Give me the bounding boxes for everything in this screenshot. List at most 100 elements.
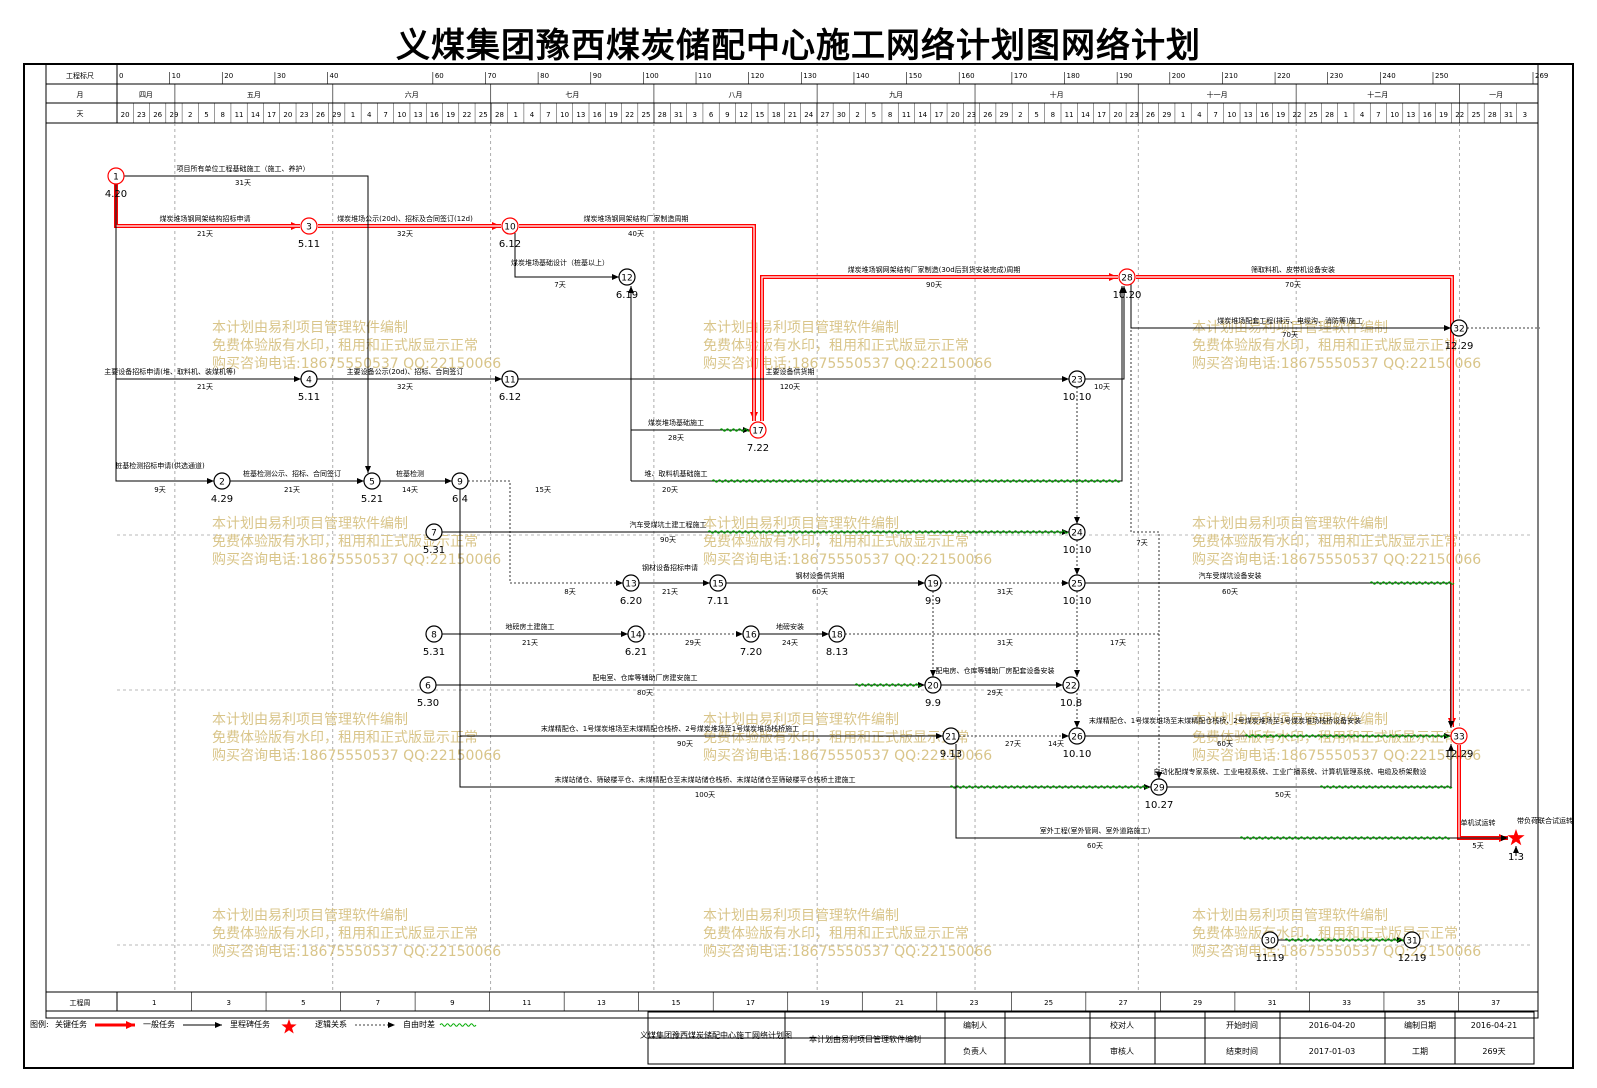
free-float-wave (1369, 581, 1455, 585)
watermark-text: 免费体验版有水印，租用和正式版显示正常 (703, 730, 969, 746)
start-label: 开始时间 (1226, 1020, 1258, 1030)
month-label: 月 (77, 91, 84, 99)
scale-tick-label: 190 (1119, 72, 1132, 80)
node-number: 25 (1071, 580, 1082, 590)
node-date: 10.8 (1060, 698, 1082, 709)
day-number: 16 (593, 111, 602, 119)
event-node (1261, 931, 1279, 949)
event-node (924, 574, 942, 592)
watermark-text: 本计划由易利项目管理软件编制 (212, 516, 408, 532)
compile-date: 2016-04-21 (1471, 1021, 1518, 1030)
day-number: 10 (397, 111, 406, 119)
free-float-wave (707, 530, 1069, 534)
task-label: 31天 (997, 639, 1013, 647)
task-arrow (514, 233, 619, 280)
task-label: 31天 (997, 588, 1013, 596)
milestone-star-icon (1507, 829, 1525, 846)
node-number: 2 (219, 478, 225, 488)
scale-tick-label: 110 (698, 72, 711, 80)
node-date: 10.10 (1063, 545, 1092, 556)
week-number: 27 (1119, 999, 1128, 1007)
task-label: 60天 (1217, 740, 1233, 748)
watermark-text: 购买咨询电话:18675550537 QQ:22150066 (703, 748, 992, 764)
free-float-wave (949, 785, 1149, 789)
free-float-wave (1239, 836, 1451, 840)
node-date: 5.31 (423, 647, 445, 658)
node-date: 6.19 (616, 290, 638, 301)
free-float-wave (719, 428, 751, 432)
node-date: 10.20 (1113, 290, 1142, 301)
task-label: 50天 (1275, 791, 1291, 799)
scale-tick-label: 70 (487, 72, 496, 80)
task-label: 10天 (1094, 383, 1110, 391)
day-number: 25 (1472, 111, 1481, 119)
week-number: 3 (227, 999, 231, 1007)
event-node (363, 472, 381, 490)
task-label: 末煤精配仓、1号煤炭堆场至末煤精配仓栈桥、2号煤炭堆场至1号煤炭堆场栈桥施工 (541, 724, 799, 733)
task-label: 9天 (154, 486, 165, 494)
day-number: 10 (1390, 111, 1399, 119)
day-number: 20 (283, 111, 292, 119)
day-number: 8 (888, 111, 892, 119)
task-label: 27天 (1005, 740, 1021, 748)
week-number: 37 (1491, 999, 1500, 1007)
task-arrows: 煤炭堆场钢网架结构招标申请21天煤炭堆场公示(20d)、招标及合同签订(12d)… (104, 164, 1573, 943)
node-number: 26 (1071, 733, 1083, 743)
task-label: 29天 (685, 639, 701, 647)
scale-tick-label: 80 (540, 72, 549, 80)
scale-tick-label: 230 (1330, 72, 1343, 80)
task-label: 21天 (284, 486, 300, 494)
scale-tick-label: 30 (277, 72, 286, 80)
node-date: 5.11 (298, 392, 320, 403)
reviewer-label: 审核人 (1110, 1046, 1134, 1056)
task-label: 配电房、仓库等辅助厂房配套设备安装 (936, 666, 1055, 675)
task-arrow (459, 736, 1151, 790)
node-date: 10.27 (1145, 800, 1174, 811)
task-label: 70天 (1282, 331, 1298, 339)
day-number: 8 (221, 111, 225, 119)
task-label: 钢材设备招标申请 (642, 563, 698, 572)
watermark-text: 本计划由易利项目管理软件编制 (1192, 908, 1388, 924)
week-number: 19 (821, 999, 830, 1007)
day-number: 28 (658, 111, 667, 119)
node-number: 7 (431, 529, 437, 539)
task-label: 室外工程(室外管网、室外道路施工) (1040, 826, 1151, 835)
day-number: 13 (1244, 111, 1253, 119)
task-arrow (1085, 582, 1454, 728)
node-number: 21 (945, 733, 956, 743)
event-node (107, 167, 125, 185)
scale-tick-label: 170 (1014, 72, 1027, 80)
node-date: 6.20 (620, 596, 642, 607)
node-date: 9.13 (940, 749, 962, 760)
task-label: 桩基检测公示、招标、合同签订 (243, 469, 341, 478)
event-node (742, 625, 760, 643)
task-label: 29天 (987, 689, 1003, 697)
day-number: 20 (121, 111, 130, 119)
task-label: 14天 (402, 486, 418, 494)
scale-tick-label: 90 (593, 72, 602, 80)
task-label: 煤炭堆场钢网架结构厂家制造(30d后到货安装完成)周期 (848, 265, 1021, 274)
critical-task-inner (1136, 276, 1453, 727)
node-date: 9.9 (925, 698, 941, 709)
node-date: 7.20 (740, 647, 762, 658)
event-node (501, 370, 519, 388)
month-name: 四月 (139, 91, 153, 99)
task-label: 末煤站储仓、筛破楼平仓、末煤精配仓至末煤站储仓栈桥、末煤站储仓至筛破楼平仓栈桥土… (555, 775, 856, 784)
day-number: 19 (1439, 111, 1448, 119)
watermark-text: 免费体验版有水印，租用和正式版显示正常 (212, 730, 478, 746)
node-number: 5 (369, 478, 375, 488)
day-number: 5 (872, 111, 876, 119)
event-node (1150, 778, 1168, 796)
scale-tick-label: 130 (803, 72, 816, 80)
watermark-text: 购买咨询电话:18675550537 QQ:22150066 (703, 552, 992, 568)
day-number: 22 (462, 111, 471, 119)
day-number: 26 (1146, 111, 1155, 119)
scale-tick-label: 180 (1067, 72, 1080, 80)
watermark-text: 免费体验版有水印，租用和正式版显示正常 (1192, 730, 1458, 746)
day-number: 25 (479, 111, 488, 119)
logic-arrow (1130, 290, 1162, 779)
day-number: 2 (188, 111, 192, 119)
day-number: 7 (546, 111, 550, 119)
day-number: 22 (1455, 111, 1464, 119)
month-name: 一月 (1489, 91, 1503, 99)
